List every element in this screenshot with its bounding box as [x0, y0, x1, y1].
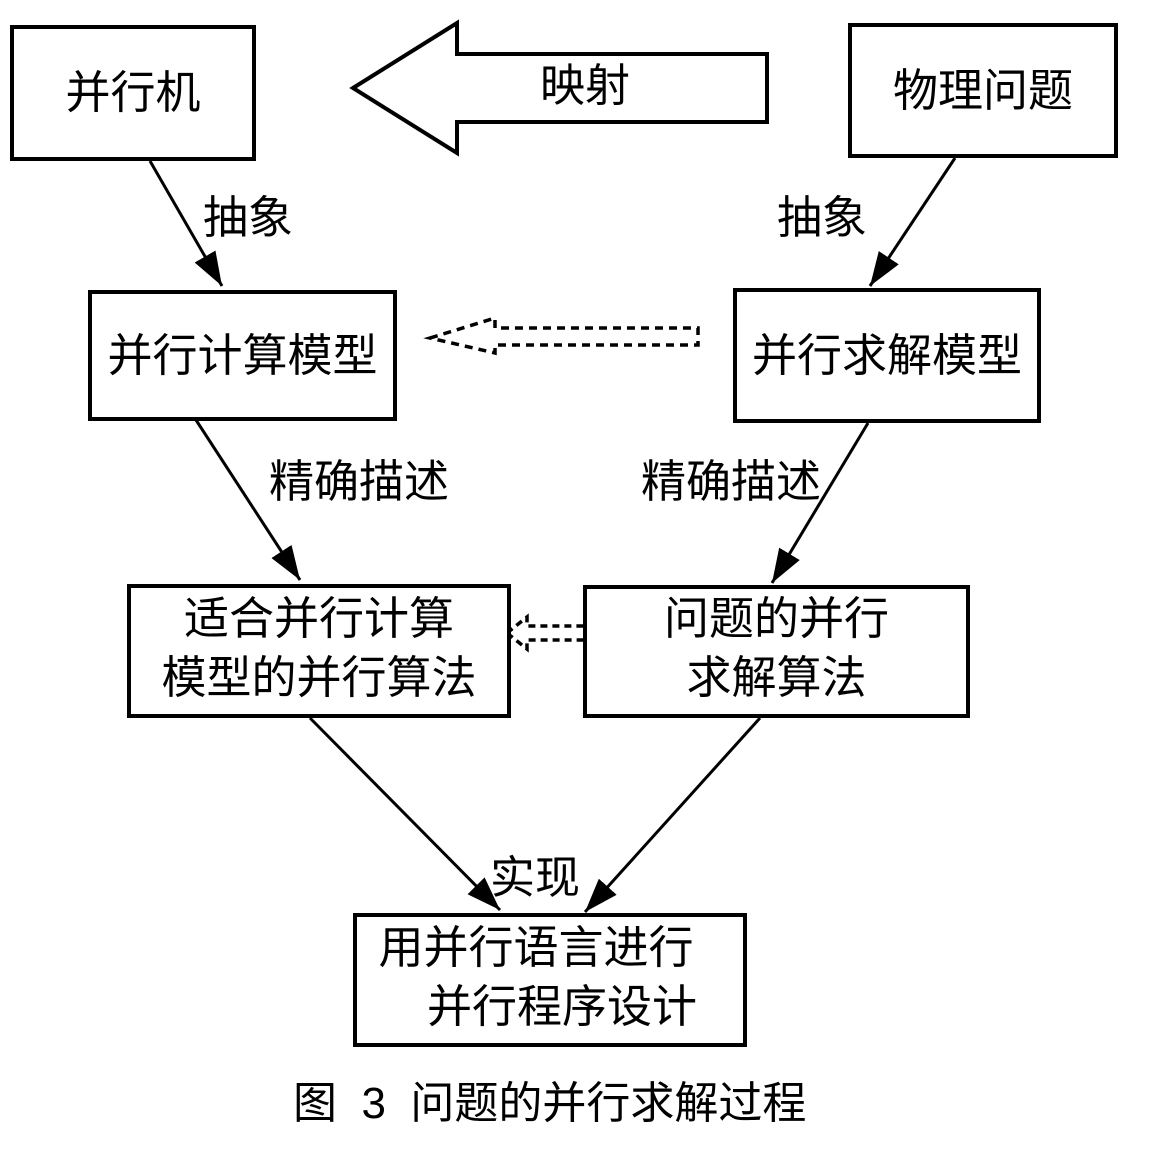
dashed-block-arrow-algorithms	[504, 613, 587, 653]
edge-label-abstract-right: 抽象	[776, 192, 867, 243]
figure-caption: 图 3 问题的并行求解过程	[293, 1079, 807, 1128]
node-problem-parallel-solving-algorithm: 问题的并行 求解算法	[583, 585, 970, 718]
edge-label-abstract-left: 抽象	[202, 192, 293, 243]
node-parallel-computing-model-label: 并行计算模型	[107, 329, 378, 381]
node-parallel-solving-model-label: 并行求解模型	[751, 329, 1022, 381]
node-suitable-parallel-algorithm-line1: 适合并行计算	[183, 592, 454, 644]
node-physical-problem-label: 物理问题	[892, 64, 1073, 116]
edge-label-implement: 实现	[489, 852, 580, 903]
edge-implement-right	[583, 716, 762, 914]
node-parallel-computing-model: 并行计算模型	[88, 290, 397, 421]
edge-abstract-left	[148, 160, 224, 287]
node-suitable-parallel-algorithm: 适合并行计算 模型的并行算法	[127, 584, 511, 718]
node-parallel-programming: 用并行语言进行 并行程序设计	[353, 913, 747, 1047]
dashed-block-arrow-models	[423, 315, 700, 356]
mapping-block-arrow	[349, 19, 769, 157]
edge-describe-left	[194, 419, 302, 581]
edge-label-describe-left: 精确描述	[268, 456, 449, 507]
node-problem-parallel-solving-algorithm-line2: 求解算法	[686, 652, 867, 704]
node-parallel-programming-line2: 并行程序设计	[426, 980, 697, 1032]
edge-label-describe-right: 精确描述	[640, 456, 821, 507]
edge-label-mapping: 映射	[539, 60, 630, 111]
edge-implement-left	[308, 716, 502, 912]
node-parallel-programming-line1: 用并行语言进行	[378, 921, 694, 973]
edge-describe-right	[770, 422, 870, 584]
node-parallel-machine: 并行机	[10, 25, 256, 161]
node-problem-parallel-solving-algorithm-line1: 问题的并行	[663, 593, 889, 645]
node-parallel-solving-model: 并行求解模型	[733, 288, 1041, 423]
node-suitable-parallel-algorithm-line2: 模型的并行算法	[161, 651, 477, 703]
edge-abstract-right	[868, 157, 957, 287]
node-parallel-machine-label: 并行机	[65, 67, 201, 119]
node-physical-problem: 物理问题	[848, 23, 1118, 158]
